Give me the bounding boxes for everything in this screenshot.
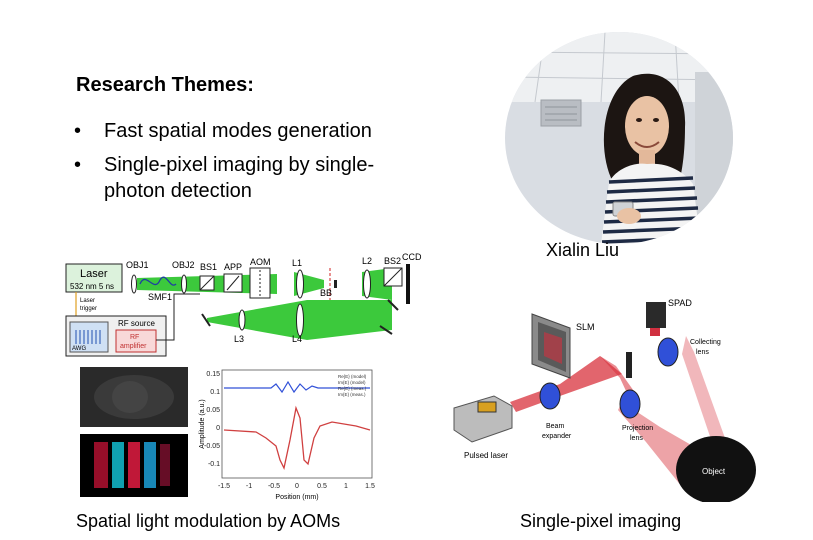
bs1-label: BS1 xyxy=(200,262,217,272)
research-item-2-text: Single-pixel imaging by single-photon de… xyxy=(104,154,375,202)
svg-text:trigger: trigger xyxy=(80,306,97,312)
svg-text:Re{E} (meas.): Re{E} (meas.) xyxy=(338,386,367,391)
awg-label: AWG xyxy=(72,346,86,352)
caption-spatial-light-modulation: Spatial light modulation by AOMs xyxy=(76,511,341,531)
smf1-label: SMF1 xyxy=(148,292,172,302)
profile-photo xyxy=(505,32,733,244)
spad-label: SPAD xyxy=(668,298,692,308)
svg-text:0.5: 0.5 xyxy=(317,483,327,490)
l2-label: L2 xyxy=(362,256,372,266)
svg-text:0.05: 0.05 xyxy=(206,407,220,414)
color-mode-image xyxy=(80,434,188,497)
caption-single-pixel-imaging: Single-pixel imaging xyxy=(520,511,682,531)
svg-text:0: 0 xyxy=(295,483,299,490)
pulsed-laser-label: Pulsed laser xyxy=(464,451,508,460)
svg-text:lens: lens xyxy=(630,435,643,442)
svg-text:Laser: Laser xyxy=(80,298,95,304)
slm-label: SLM xyxy=(576,322,595,332)
l3-label: L3 xyxy=(234,334,244,344)
ccd-label: CCD xyxy=(402,252,422,262)
bullet-glyph: • xyxy=(74,154,82,176)
research-item-1-text: Fast spatial modes generation xyxy=(104,120,372,142)
object-label: Object xyxy=(702,467,726,476)
svg-text:0.1: 0.1 xyxy=(210,389,220,396)
l1-label: L1 xyxy=(292,258,302,268)
bs2-label: BS2 xyxy=(384,256,401,266)
plot-ylabel: Amplitude (a.u.) xyxy=(199,399,206,448)
aom-setup-diagram: Laser 532 nm 5 ns OBJ1 OBJ2 BS1 APP xyxy=(62,250,427,360)
bb-label: BB xyxy=(320,288,332,298)
svg-text:-0.05: -0.05 xyxy=(204,443,220,450)
aom-label: AOM xyxy=(250,257,271,267)
svg-text:-0.1: -0.1 xyxy=(208,461,220,468)
single-pixel-imaging-diagram: SLM SPAD Collecting lens Beam expander P… xyxy=(450,292,760,504)
laser-spec-label: 532 nm 5 ns xyxy=(70,282,114,291)
app-label: APP xyxy=(224,262,242,272)
research-themes-title: Research Themes: xyxy=(76,74,254,96)
bullet-glyph: • xyxy=(74,120,82,142)
svg-text:0.15: 0.15 xyxy=(206,371,220,378)
svg-text:-0.5: -0.5 xyxy=(268,483,280,490)
svg-text:lens: lens xyxy=(696,349,709,356)
svg-text:Collecting: Collecting xyxy=(690,339,721,346)
obj1-label: OBJ1 xyxy=(126,260,149,270)
svg-text:0: 0 xyxy=(216,425,220,432)
svg-text:amplifier: amplifier xyxy=(120,343,147,350)
laser-label: Laser xyxy=(80,268,108,280)
svg-text:RF: RF xyxy=(130,334,139,341)
svg-text:1.5: 1.5 xyxy=(365,483,375,490)
svg-text:-1: -1 xyxy=(246,483,252,490)
plot-xlabel: Position (mm) xyxy=(275,494,318,501)
research-item-1: • Fast spatial modes generation xyxy=(74,118,372,144)
svg-text:Beam: Beam xyxy=(546,423,564,430)
svg-text:Im{E} (model): Im{E} (model) xyxy=(338,380,366,385)
rf-source-label: RF source xyxy=(118,319,155,328)
svg-text:Im{E} (meas.): Im{E} (meas.) xyxy=(338,392,366,397)
measured-intensity-image xyxy=(80,367,188,427)
svg-text:expander: expander xyxy=(542,433,572,440)
research-item-2: • Single-pixel imaging by single-photon d… xyxy=(74,152,374,204)
amplitude-plot: 0.15 0.1 0.05 0 -0.05 -0.1 -1.5 -1 -0.5 … xyxy=(196,368,378,503)
svg-text:Re{E} (model): Re{E} (model) xyxy=(338,374,367,379)
svg-text:1: 1 xyxy=(344,483,348,490)
svg-text:-1.5: -1.5 xyxy=(218,483,230,490)
obj2-label: OBJ2 xyxy=(172,260,195,270)
profile-name: Xialin Liu xyxy=(546,240,620,260)
svg-text:Projection: Projection xyxy=(622,425,653,432)
l4-label: L4 xyxy=(292,334,302,344)
